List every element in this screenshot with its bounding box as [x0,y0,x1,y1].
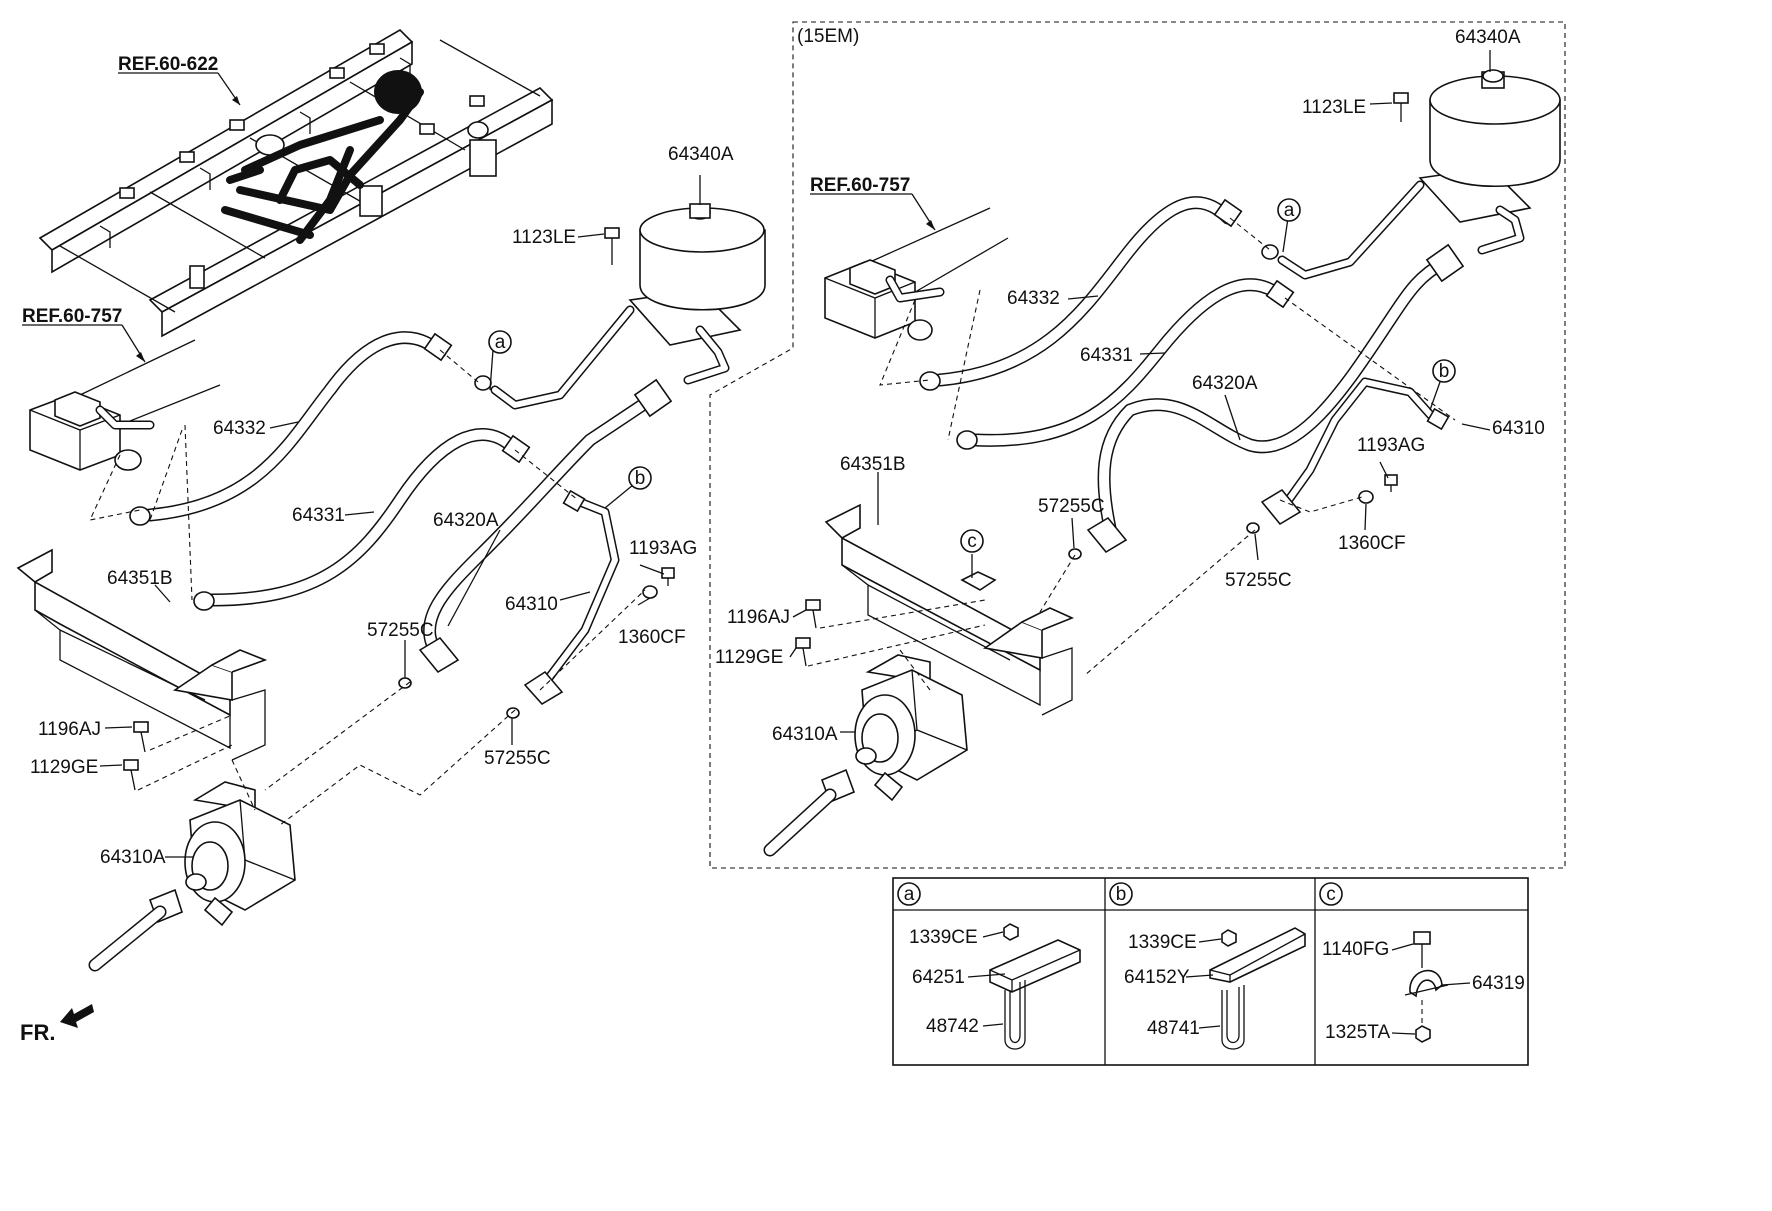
detail-c: c 1140FG 64319 1325TA [1319,882,1525,1043]
callout-a-left: a [488,330,512,354]
bracket-64351b-right [824,503,1075,716]
label-1360cf-right: 1360CF [1338,533,1406,554]
washer-1360cf-left [642,585,658,599]
svg-text:b: b [635,468,646,489]
detail-b-tag: b [1116,884,1127,905]
clip-c-mount-right [960,571,997,591]
svg-text:FR.: FR. [20,1020,55,1045]
bolt-1196aj-left [133,721,149,753]
svg-text:c: c [967,531,977,552]
ref-60-622-label: REF.60-622 [118,54,218,75]
label-64332-left: 64332 [213,418,266,439]
detail-table [892,877,1529,1066]
callout-a-right: a [1277,198,1301,222]
control-valve-right [824,207,1009,341]
bolt-1196aj-right [805,599,821,629]
bolt-1129ge-left [123,759,139,791]
label-64320a-left: 64320A [433,510,499,531]
bracket-64351b-left [16,548,268,761]
washer-1360cf-right [1358,490,1374,504]
label-57255c-lower-left: 57255C [484,748,551,769]
reservoir-tank-left [474,203,766,410]
detail-b-ubolt-label: 48741 [1147,1018,1200,1039]
svg-text:b: b [1439,361,1450,382]
o-ring-57255c-lower-left [506,707,520,719]
bolt-1123le-right [1393,92,1409,122]
detail-c-tag: c [1326,884,1336,905]
detail-b-nut-label: 1339CE [1128,932,1197,953]
reservoir-tank-right [1261,69,1561,280]
chassis-hydraulic-assembly [221,70,424,244]
label-64310a-right: 64310A [772,724,838,745]
front-direction-arrow: FR. [20,1004,94,1045]
label-57255c-lower-right: 57255C [1225,570,1292,591]
label-57255c-upper-right: 57255C [1038,496,1105,517]
o-ring-57255c-upper-right [1068,548,1082,560]
detail-a-ubolt-label: 48742 [926,1016,979,1037]
label-1129ge-left: 1129GE [30,757,98,778]
svg-text:a: a [1284,200,1295,221]
ref-60-757-label-left: REF.60-757 [22,306,122,327]
detail-c-bolt-label: 1140FG [1322,939,1389,960]
pipe-64320a-right [1086,243,1465,554]
detail-c-nut-label: 1325TA [1325,1022,1390,1043]
pump-64310a-left [88,781,296,972]
detail-a: a 1339CE 64251 48742 [897,882,1081,1050]
detail-a-tag: a [904,884,915,905]
o-ring-57255c-lower-right [1246,522,1260,534]
chassis-frame [38,29,554,338]
label-64320a-right: 64320A [1192,373,1258,394]
control-valve-left [29,339,221,471]
label-64332-right: 64332 [1007,288,1060,309]
label-1360cf-left: 1360CF [618,627,686,648]
variant-15em-label: (15EM) [797,26,859,47]
label-1123le-right: 1123LE [1302,97,1366,118]
pipe-64310-left [523,489,620,706]
label-64340a-left: 64340A [668,144,734,165]
hose-64331-right [956,278,1295,450]
label-1196aj-right: 1196AJ [727,607,790,628]
label-64331-left: 64331 [292,505,345,526]
pipe-64320a-left [418,378,673,674]
label-64310a-left: 64310A [100,847,166,868]
detail-c-clamp-label: 64319 [1472,973,1525,994]
bolt-1193ag-right [1384,474,1398,492]
pump-64310a-right [763,654,968,857]
bolt-1193ag-left [661,567,675,586]
callout-b-right: b [1432,359,1456,383]
detail-b-bracket-label: 64152Y [1124,967,1190,988]
label-64351b-left: 64351B [107,568,173,589]
svg-text:a: a [495,332,506,353]
label-64310-right: 64310 [1492,418,1545,439]
label-64331-right: 64331 [1080,345,1133,366]
bolt-1123le-left [604,227,620,265]
label-64351b-right: 64351B [840,454,906,475]
detail-b: b 1339CE 64152Y 48741 [1109,882,1306,1050]
label-64340a-right: 64340A [1455,27,1521,48]
ref-60-757-label-right: REF.60-757 [810,175,910,196]
label-1123le-left: 1123LE [512,227,576,248]
callout-c-right: c [960,529,984,553]
label-1129ge-right: 1129GE [715,647,783,668]
label-1196aj-left: 1196AJ [38,719,101,740]
label-1193ag-right: 1193AG [1357,435,1425,456]
label-1193ag-left: 1193AG [629,538,697,559]
label-57255c-upper-left: 57255C [367,620,434,641]
detail-a-nut-label: 1339CE [909,927,978,948]
pipe-64310-right [1260,377,1450,526]
callout-b-left: b [628,466,652,490]
label-64310-left: 64310 [505,594,558,615]
hose-64332-right [919,196,1243,391]
bolt-1129ge-right [795,637,811,667]
detail-a-bracket-label: 64251 [912,967,965,988]
